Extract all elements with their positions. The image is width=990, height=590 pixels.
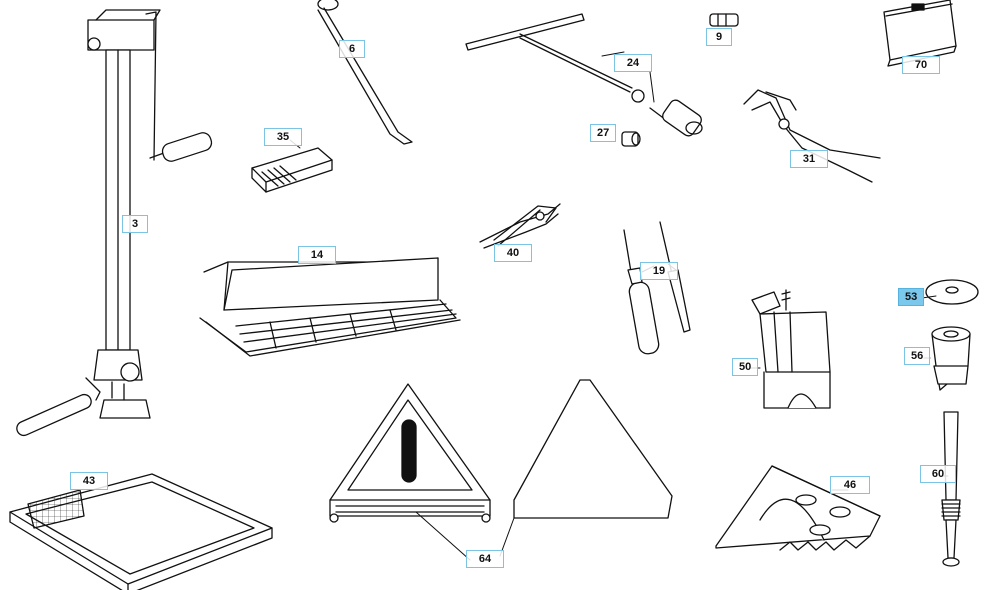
callout-35[interactable]: 35	[264, 128, 302, 146]
callout-31[interactable]: 31	[790, 150, 828, 168]
pliers-drawing	[743, 89, 881, 183]
t-handle-wrench-drawing	[465, 13, 703, 137]
callout-19[interactable]: 19	[640, 262, 678, 280]
callout-24[interactable]: 24	[614, 54, 652, 72]
fuse-box-drawing	[251, 147, 333, 193]
pin-drawing	[941, 411, 961, 567]
booklet-drawing	[883, 0, 957, 67]
warning-triangle-cover-drawing	[513, 379, 673, 519]
callout-43[interactable]: 43	[70, 472, 108, 490]
callout-9[interactable]: 9	[706, 28, 732, 46]
adapter-drawing	[709, 13, 739, 27]
holder-bracket-drawing	[751, 289, 831, 409]
callout-40[interactable]: 40	[494, 244, 532, 262]
callout-3[interactable]: 3	[122, 215, 148, 233]
floor-mat-drawing	[9, 473, 273, 590]
tool-tray-drawing	[199, 257, 461, 357]
jack-drawing	[16, 9, 213, 437]
wheel-chock-drawing	[715, 465, 881, 551]
cap-drawing	[925, 279, 979, 305]
callout-53[interactable]: 53	[898, 288, 925, 306]
warning-triangle-drawing	[329, 383, 491, 523]
callout-64[interactable]: 64	[466, 550, 504, 568]
callout-6[interactable]: 6	[339, 40, 365, 58]
callout-56[interactable]: 56	[904, 347, 931, 365]
combination-pliers-drawing	[479, 203, 561, 249]
callout-70[interactable]: 70	[902, 56, 940, 74]
callout-60[interactable]: 60	[920, 465, 956, 483]
wheel-brace-drawing	[317, 0, 413, 145]
callout-46[interactable]: 46	[830, 476, 870, 494]
screwdrivers-drawing	[623, 221, 691, 355]
socket-drawing	[621, 131, 641, 147]
sleeve-drawing	[931, 326, 971, 391]
callout-27[interactable]: 27	[590, 124, 617, 142]
callout-14[interactable]: 14	[298, 246, 336, 264]
callout-50[interactable]: 50	[732, 358, 759, 376]
